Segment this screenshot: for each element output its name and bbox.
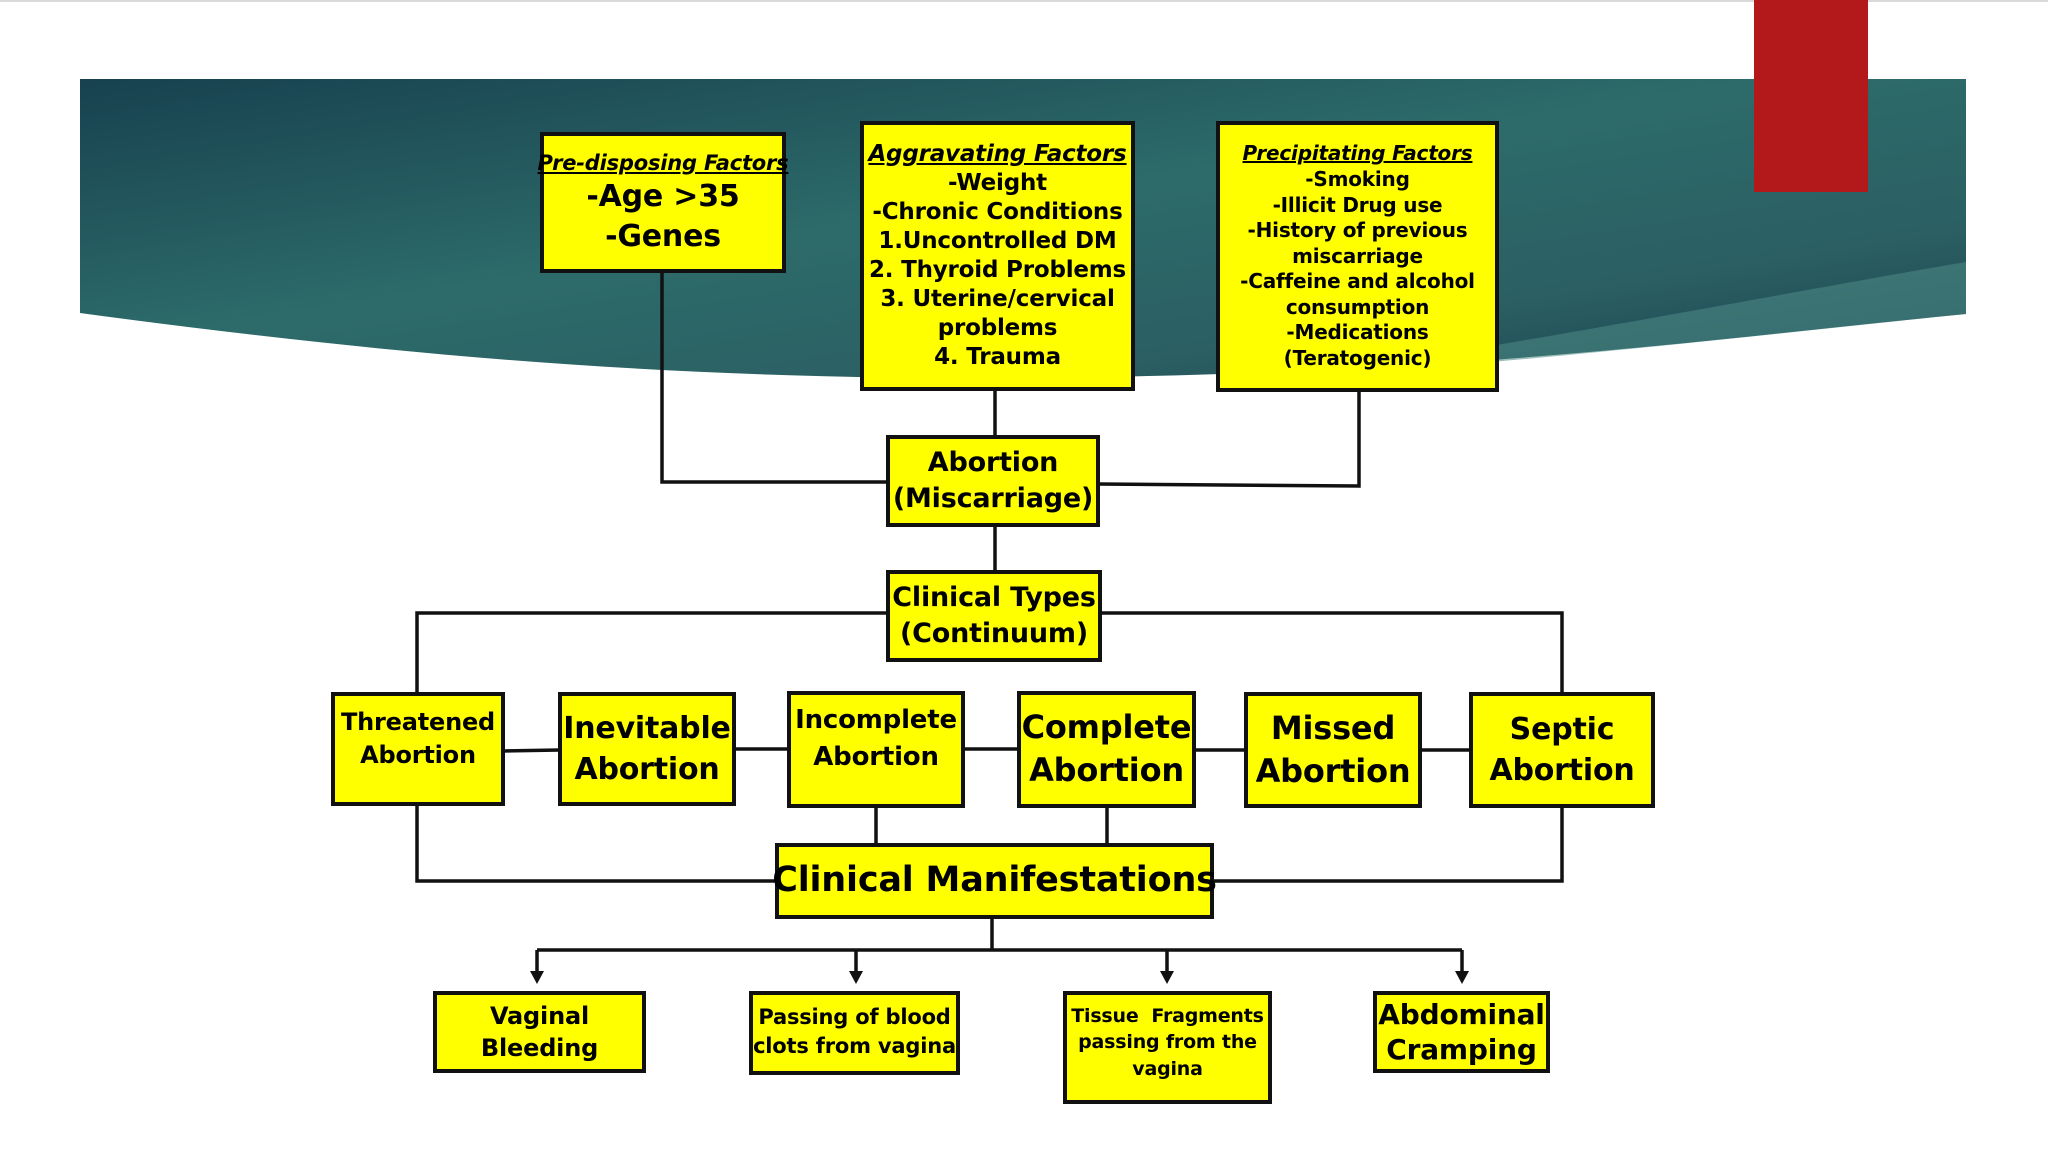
- abortion-box: Abortion (Miscarriage): [886, 435, 1100, 527]
- aggravating-line: -Chronic Conditions: [872, 198, 1123, 225]
- passing-blood-clots-box: Passing of blood clots from vagina: [749, 991, 960, 1075]
- vaginal-bleeding-box: Vaginal Bleeding: [433, 991, 646, 1073]
- connector-lines: [415, 270, 1564, 973]
- outcome-label: Passing of blood: [758, 1005, 951, 1029]
- outcome-label: Vaginal: [490, 1001, 589, 1030]
- outcome-label: vagina: [1132, 1057, 1203, 1080]
- predisposing-factors-title: Pre-disposing Factors: [537, 150, 789, 175]
- precipitating-line: -Illicit Drug use: [1272, 192, 1443, 217]
- inevitable-abortion-box: Inevitable Abortion: [558, 692, 736, 806]
- type-label: Incomplete: [795, 705, 957, 735]
- predisposing-line: -Genes: [605, 218, 721, 254]
- aggravating-line: problems: [937, 315, 1058, 342]
- type-label: Abortion: [1255, 751, 1411, 790]
- outcome-label: Cramping: [1386, 1033, 1537, 1066]
- type-label: Complete: [1021, 708, 1192, 747]
- outcome-label: clots from vagina: [753, 1033, 956, 1058]
- septic-abortion-box: Septic Abortion: [1469, 692, 1655, 808]
- complete-abortion-box: Complete Abortion: [1017, 691, 1196, 808]
- precipitating-line: -Caffeine and alcohol: [1240, 269, 1475, 294]
- clinical-manifestations-title: Clinical Manifestations: [772, 860, 1217, 901]
- accent-red-tab: [1754, 0, 1868, 192]
- type-label: Abortion: [1489, 752, 1635, 788]
- outcome-label: Abdominal: [1378, 997, 1545, 1031]
- type-label: Abortion: [1029, 751, 1184, 789]
- predisposing-factors-box: Pre-disposing Factors -Age >35 -Genes: [537, 132, 789, 273]
- outcome-label: passing from the: [1078, 1031, 1257, 1054]
- abdominal-cramping-box: Abdominal Cramping: [1373, 991, 1550, 1073]
- clinical-types-line: Clinical Types: [892, 582, 1096, 614]
- precipitating-line: -Medications: [1286, 320, 1429, 345]
- aggravating-line: -Weight: [948, 169, 1047, 196]
- aggravating-line: 1.Uncontrolled DM: [878, 227, 1117, 254]
- precipitating-line: miscarriage: [1292, 243, 1423, 268]
- predisposing-line: -Age >35: [586, 179, 740, 215]
- type-label: Threatened: [340, 708, 496, 736]
- clinical-types-box: Clinical Types (Continuum): [886, 570, 1102, 662]
- precipitating-factors-title: Precipitating Factors: [1242, 141, 1473, 166]
- threatened-abortion-box: Threatened Abortion: [331, 692, 505, 806]
- type-label: Missed: [1270, 708, 1396, 747]
- tissue-fragments-box: Tissue Fragments passing from the vagina: [1063, 991, 1272, 1104]
- precipitating-factors-box: Precipitating Factors -Smoking -Illicit …: [1216, 121, 1499, 392]
- precipitating-line: -Smoking: [1305, 166, 1410, 191]
- precipitating-line: consumption: [1285, 294, 1430, 319]
- type-label: Abortion: [813, 741, 939, 772]
- clinical-types-line: (Continuum): [899, 618, 1089, 649]
- type-label: Inevitable: [563, 711, 731, 747]
- precipitating-line: -History of previous: [1247, 218, 1468, 243]
- aggravating-line: 4. Trauma: [934, 344, 1061, 371]
- precipitating-line: (Teratogenic): [1283, 346, 1432, 371]
- type-label: Abortion: [360, 741, 476, 770]
- missed-abortion-box: Missed Abortion: [1244, 692, 1422, 808]
- aggravating-line: 2. Thyroid Problems: [868, 257, 1127, 283]
- aggravating-factors-title: Aggravating Factors: [868, 140, 1127, 167]
- type-label: Abortion: [574, 751, 720, 787]
- abortion-line: (Miscarriage): [892, 483, 1094, 514]
- incomplete-abortion-box: Incomplete Abortion: [787, 691, 965, 808]
- abortion-line: Abortion: [927, 447, 1059, 479]
- outcome-label: Bleeding: [480, 1034, 599, 1062]
- outcome-label: Tissue Fragments: [1071, 1005, 1264, 1027]
- arrowheads: [530, 971, 1469, 984]
- aggravating-factors-box: Aggravating Factors -Weight -Chronic Con…: [860, 121, 1135, 391]
- aggravating-line: 3. Uterine/cervical: [880, 286, 1115, 313]
- clinical-manifestations-box: Clinical Manifestations: [772, 843, 1217, 919]
- type-label: Septic: [1509, 712, 1615, 748]
- banner-highlight: [1300, 262, 1966, 377]
